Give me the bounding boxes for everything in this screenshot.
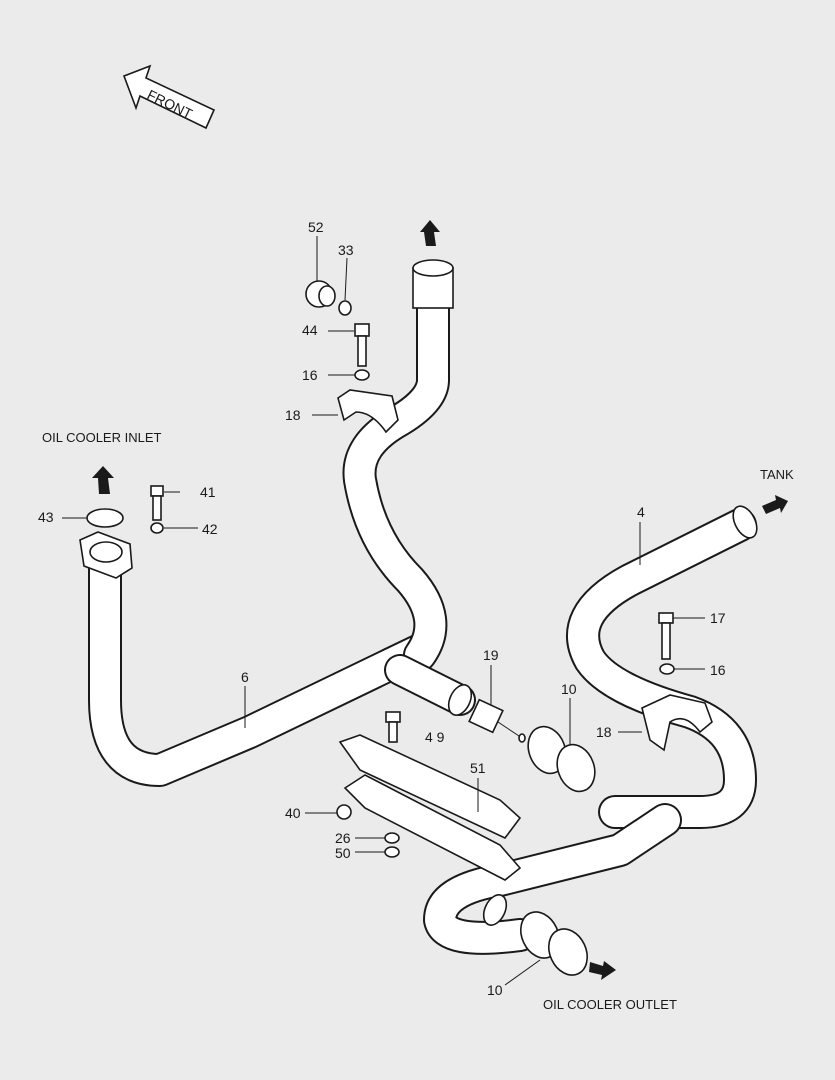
- upper-pipe: [342, 283, 450, 672]
- flow-arrow-up-top: [420, 220, 440, 246]
- label-51: 51: [470, 760, 486, 776]
- label-17: 17: [710, 610, 726, 626]
- front-direction-arrow: FRONT: [122, 64, 216, 130]
- part-43-o-ring: [86, 508, 124, 528]
- part-16-washer-right: [659, 663, 675, 675]
- label-10-lower: 10: [487, 982, 503, 998]
- part-52-plug: [305, 280, 336, 308]
- label-26: 26: [335, 830, 351, 846]
- leader-lines: [62, 236, 705, 986]
- label-41: 41: [200, 484, 216, 500]
- top-outlet-end: [412, 259, 454, 309]
- part-17-bolt: [658, 612, 674, 660]
- lower-return-pipe: [423, 803, 682, 955]
- pipe-6: [88, 538, 437, 787]
- part-18-clamp-right: [641, 694, 713, 752]
- flow-arrow-tank: [762, 495, 788, 514]
- flow-arrow-up-inlet: [92, 466, 114, 494]
- part-10-coupling-upper: [527, 725, 596, 793]
- part-18-clamp-upper: [337, 389, 399, 434]
- label-43: 43: [38, 509, 54, 525]
- caption-oil-cooler-outlet: OIL COOLER OUTLET: [543, 997, 677, 1012]
- inlet-flange: [79, 531, 133, 579]
- label-4: 4: [637, 504, 645, 520]
- part-16-washer-upper: [354, 369, 370, 381]
- part-26-washer: [384, 832, 400, 844]
- captions: OIL COOLER INLET TANK OIL COOLER OUTLET: [42, 430, 794, 1012]
- label-33: 33: [338, 242, 354, 258]
- label-18-right: 18: [596, 724, 612, 740]
- label-19: 19: [483, 647, 499, 663]
- part-49-bolt: [385, 711, 401, 743]
- stub-pipe: [384, 654, 476, 716]
- part-50-nut: [384, 846, 400, 858]
- caption-tank: TANK: [760, 467, 794, 482]
- part-51-bracket: [338, 734, 522, 881]
- label-16-upper: 16: [302, 367, 318, 383]
- part-42-washer: [150, 522, 164, 534]
- flow-arrow-outlet: [589, 961, 616, 980]
- label-18-upper: 18: [285, 407, 301, 423]
- label-44: 44: [302, 322, 318, 338]
- tank-end: [732, 505, 758, 539]
- lower-elbow: [482, 894, 508, 926]
- part-40-spacer: [336, 804, 352, 820]
- part-33-o-ring: [338, 300, 352, 316]
- part-41-bolt: [150, 485, 164, 521]
- label-49: 4 9: [425, 729, 445, 745]
- label-50: 50: [335, 845, 351, 861]
- label-40: 40: [285, 805, 301, 821]
- caption-oil-cooler-inlet: OIL COOLER INLET: [42, 430, 161, 445]
- label-16-right: 16: [710, 662, 726, 678]
- label-52: 52: [308, 219, 324, 235]
- label-10-upper: 10: [561, 681, 577, 697]
- part-44-bolt: [354, 323, 370, 367]
- label-6: 6: [241, 669, 249, 685]
- part-19-connector: [468, 698, 526, 743]
- part-number-labels: 52 33 44 16 18 41 42 43 6 19 4 9 51 40 2…: [38, 219, 726, 998]
- part-10-coupling-lower: [519, 911, 589, 976]
- label-42: 42: [202, 521, 218, 537]
